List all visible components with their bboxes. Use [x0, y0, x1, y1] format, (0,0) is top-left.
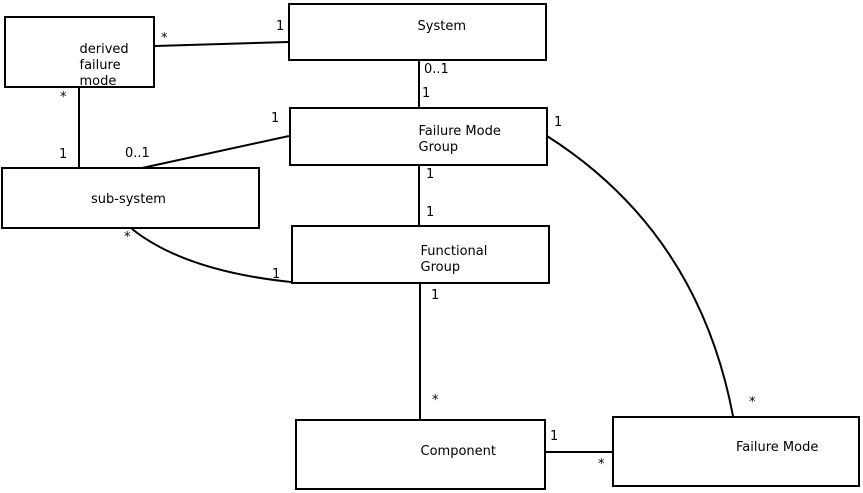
class-box-derived-failure-mode-label: derived failure mode	[79, 42, 129, 89]
multiplicity-failure-mode-group-bottom-end: 1	[426, 167, 435, 182]
multiplicity-component-right-end: 1	[550, 429, 559, 444]
class-box-derived-failure-mode: derived failure mode	[4, 16, 155, 89]
class-box-system-label: System	[417, 19, 466, 34]
multiplicity-functional-group-left-end: 1	[272, 267, 281, 282]
connector-failure-mode-group-failure-mode	[546, 135, 734, 417]
multiplicity-derived-failure-mode-bottom-end: *	[60, 90, 67, 105]
class-box-failure-mode-label: Failure Mode	[736, 440, 819, 455]
class-box-failure-mode: Failure Mode	[612, 416, 860, 487]
multiplicity-system-end: 1	[276, 19, 285, 34]
class-box-failure-mode-group: Failure Mode Group	[289, 107, 548, 166]
multiplicity-functional-group-bottom-end: 1	[431, 288, 440, 303]
class-box-sub-system-label: sub-system	[91, 192, 166, 207]
multiplicity-derived-failure-mode-end: *	[161, 31, 168, 46]
class-box-functional-group-label: Functional Group	[420, 244, 488, 275]
connector-failure-mode-group-sub-system	[141, 135, 290, 169]
multiplicity-functional-group-top-end: 1	[426, 205, 435, 220]
multiplicity-sub-system-top-end: 0..1	[125, 146, 150, 161]
class-box-failure-mode-group-label: Failure Mode Group	[418, 124, 501, 155]
class-box-system: System	[288, 3, 547, 61]
multiplicity-failure-mode-top-end: *	[749, 395, 756, 410]
multiplicity-sub-system-top-left-end: 1	[59, 147, 68, 162]
class-box-component-label: Component	[420, 444, 496, 459]
connector-sub-system-functional-group	[131, 228, 292, 283]
class-box-component: Component	[295, 419, 546, 490]
multiplicity-sub-system-bottom-end: *	[124, 230, 131, 245]
multiplicity-failure-mode-left-end: *	[598, 457, 605, 472]
multiplicity-failure-mode-group-top-end: 1	[422, 86, 431, 101]
multiplicity-failure-mode-group-left-end: 1	[271, 111, 280, 126]
connector-system-derived-failure-mode	[154, 41, 289, 47]
multiplicity-component-top-end: *	[432, 393, 439, 408]
class-box-sub-system: sub-system	[1, 167, 260, 229]
multiplicity-failure-mode-group-right-end: 1	[554, 115, 563, 130]
class-box-functional-group: Functional Group	[291, 225, 550, 284]
multiplicity-system-bottom-end: 0..1	[424, 62, 449, 77]
